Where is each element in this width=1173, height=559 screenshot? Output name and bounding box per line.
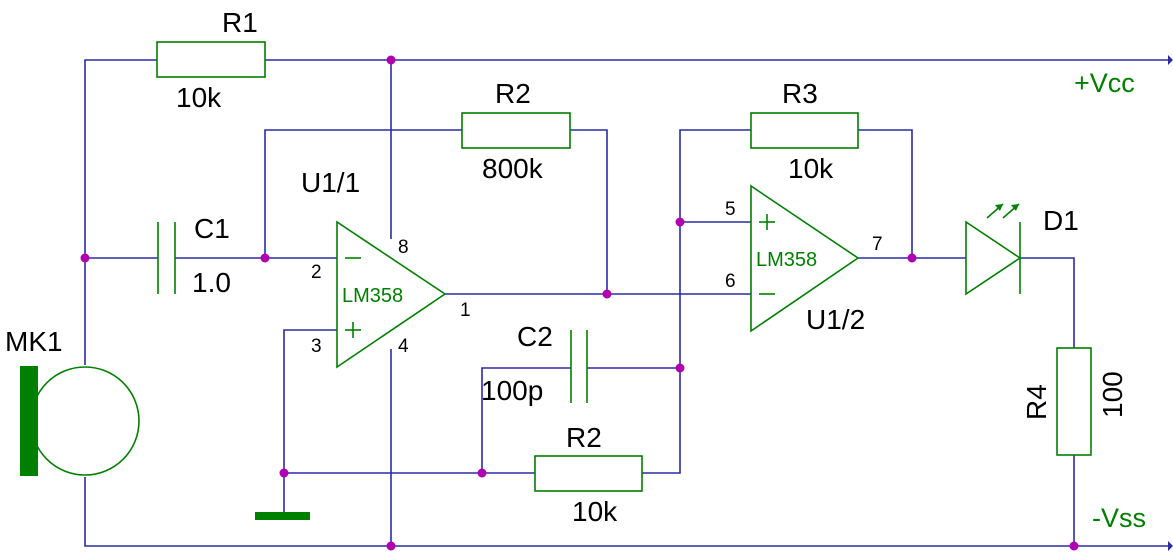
c2-wire-left [481,367,571,473]
r3-wire-right [858,129,913,258]
junction-dot [602,289,612,299]
r4-resistor [1056,347,1092,456]
u1-1-pin-3: 3 [311,336,322,357]
u1-1-part: LM358 [342,285,403,307]
r2-feedback-wire-right [570,129,608,294]
u1-1-pin-8: 8 [398,237,409,258]
u1-1-pin-2: 2 [311,262,322,283]
r3-ref: R3 [782,78,818,109]
r2-bias-resistor [534,455,643,492]
r2-bias-ref: R2 [566,422,602,453]
vss-label: -Vss [1092,503,1146,533]
c1-ref: C1 [194,213,230,244]
vss-rail [84,477,1168,547]
u1-2-ref: U1/2 [806,304,865,335]
r2-feedback-wire-left [264,129,462,258]
u1-2-pin-6: 6 [725,271,736,292]
r1-value: 10k [176,82,222,113]
r4-ref: R4 [1021,384,1052,420]
u1-2-opamp [750,184,860,333]
r1-ref: R1 [222,7,258,38]
r1-resistor [156,41,266,78]
junction-dot [80,253,90,263]
r2-feedback-value: 800k [482,153,544,184]
c2-value: 100p [481,375,543,406]
r2-bias-wire-right [642,129,751,474]
c2-ref: C2 [517,321,553,352]
r2-feedback-resistor [461,112,571,149]
d1-to-r4-wire [1020,257,1075,348]
u1-1-noninv-wire [283,329,535,474]
d1-led [965,203,1022,296]
d1-ref: D1 [1043,205,1079,236]
led-arrow-icon [995,204,1003,211]
junction-dot [675,363,685,373]
u1-2-pin-5: 5 [725,199,736,220]
junction-dot [386,541,396,551]
u1-2-pin-7: 7 [872,234,883,255]
junction-dot [386,55,396,65]
r2-feedback-ref: R2 [495,78,531,109]
u1-1-pin-1: 1 [460,300,471,321]
r4-value: 100 [1097,371,1128,418]
junction-dot [675,217,685,227]
c1-value: 1.0 [192,267,231,298]
vcc-arrow-icon [1168,55,1173,65]
u1-2-part: LM358 [756,249,817,271]
junctions [80,55,1079,551]
vcc-rail [84,59,157,258]
led-arrow-icon [1011,204,1019,211]
vcc-label: +Vcc [1074,68,1135,98]
r3-resistor [750,112,859,149]
u1-1-pin-4: 4 [398,336,409,357]
u1-1-ref: U1/1 [301,167,360,198]
mk1-ref: MK1 [5,326,63,357]
junction-dot [907,253,917,263]
junction-dot [279,468,289,478]
u1-1-opamp [336,220,447,369]
r2-bias-value: 10k [572,496,618,527]
junction-dot [1069,541,1079,551]
junction-dot [477,468,487,478]
r3-value: 10k [788,153,834,184]
vss-arrow-icon [1168,541,1173,551]
junction-dot [260,253,270,263]
mk1-microphone [20,366,140,476]
ground-symbol [255,512,310,520]
c2-capacitor [570,330,588,403]
wires [84,59,1168,547]
c1-capacitor [157,222,176,294]
